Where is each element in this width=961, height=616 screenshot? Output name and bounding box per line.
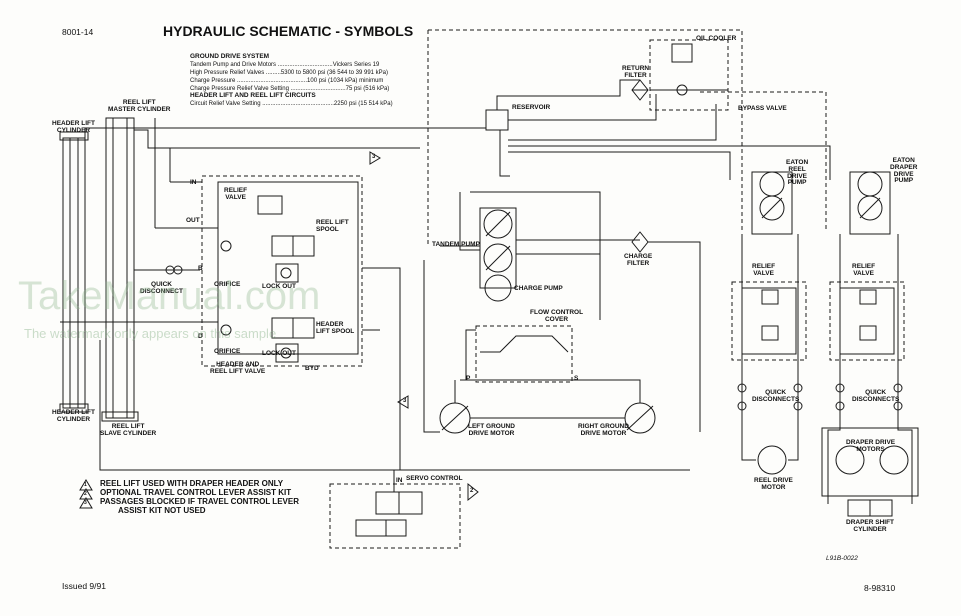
return-filter-symbol xyxy=(631,79,649,101)
callout-3-top xyxy=(369,151,381,165)
callout-3-mid xyxy=(397,395,409,409)
label-lock-out-2: LOCK OUT xyxy=(262,350,296,357)
tandem-pump-box xyxy=(479,207,517,289)
spec-line: Circuit Relief Valve Setting ...........… xyxy=(190,101,393,107)
doc-number: 8001-14 xyxy=(62,27,94,37)
header-lift-cylinder-body xyxy=(62,137,86,409)
label-oil-cooler: OIL COOLER xyxy=(696,35,737,42)
drawing-id: L91B-0022 xyxy=(826,555,858,562)
callout-2-text: 2 xyxy=(470,488,474,494)
callout-2-servo xyxy=(467,482,479,502)
page-title: HYDRAULIC SCHEMATIC - SYMBOLS xyxy=(163,23,414,39)
spec-header-heading: HEADER LIFT AND REEL LIFT CIRCUITS xyxy=(190,92,316,99)
label-bypass-valve: BYPASS VALVE xyxy=(738,105,787,112)
tandem-pump-lower xyxy=(483,243,513,273)
label-port-d: D xyxy=(198,333,203,340)
label-servo-control: SERVO CONTROL xyxy=(406,475,463,482)
label-charge-pump: CHARGE PUMP xyxy=(514,285,563,292)
reel-lift-master-cylinder xyxy=(105,117,135,419)
note-num: 2 xyxy=(84,491,87,497)
watermark-main: TakeManual.com xyxy=(18,274,321,318)
oil-cooler-box xyxy=(649,39,729,111)
reservoir-symbol xyxy=(485,109,509,131)
note-text: PASSAGES BLOCKED IF TRAVEL CONTROL LEVER xyxy=(100,497,299,506)
spec-line: Tandem Pump and Drive Motors ...........… xyxy=(190,62,380,68)
tandem-pump-upper xyxy=(483,209,513,239)
label-reservoir: RESERVOIR xyxy=(512,104,551,111)
reel-drive-motor-symbol xyxy=(757,445,787,475)
callout-3-top-text: 3 xyxy=(372,154,376,160)
spec-line: Charge Pressure Relief Valve Setting ...… xyxy=(190,86,390,92)
servo-control-block xyxy=(329,483,461,549)
spec-line: Charge Pressure ........................… xyxy=(190,78,384,84)
note-num: 3 xyxy=(84,500,87,506)
watermark-sub: The watermark only appears on this sampl… xyxy=(24,326,277,341)
note-text: OPTIONAL TRAVEL CONTROL LEVER ASSIST KIT xyxy=(100,488,292,497)
note-text: REEL LIFT USED WITH DRAPER HEADER ONLY xyxy=(100,479,284,488)
label-byd: BYD xyxy=(305,365,319,372)
flow-control-cover xyxy=(475,325,573,383)
label-orifice-1: ORIFICE xyxy=(214,281,241,288)
label-tandem-pump: TANDEM PUMP xyxy=(432,241,480,248)
label-port-p: P xyxy=(466,375,471,382)
relief-valve-symbol xyxy=(257,195,283,215)
charge-filter-symbol xyxy=(631,231,649,253)
label-lock-out-1: LOCK OUT xyxy=(262,283,296,290)
label-out: OUT xyxy=(186,217,200,224)
draper-drive-motors-box xyxy=(821,427,919,497)
label-orifice-2: ORIFICE xyxy=(214,348,241,355)
eaton-draper-pump-box xyxy=(849,171,891,235)
label-port-s: S xyxy=(574,375,579,382)
reel-relief-valve-block xyxy=(731,281,807,361)
spec-ground-heading: GROUND DRIVE SYSTEM xyxy=(190,53,270,60)
label-in: IN xyxy=(190,179,197,186)
label-port-b: B xyxy=(198,265,203,272)
callout-3-mid-text: 3 xyxy=(403,398,407,404)
note-text: ASSIST KIT NOT USED xyxy=(118,506,206,515)
issued-date: Issued 9/91 xyxy=(62,581,106,591)
label-servo-in: IN xyxy=(396,477,403,484)
page-code: 8-98310 xyxy=(864,583,896,593)
charge-pump-symbol xyxy=(484,274,512,302)
note-num: 1 xyxy=(84,482,87,488)
draper-relief-valve-block xyxy=(829,281,905,361)
header-reel-lift-valve-block xyxy=(201,175,363,367)
spec-line: High Pressure Relief Valves .........530… xyxy=(190,70,389,76)
